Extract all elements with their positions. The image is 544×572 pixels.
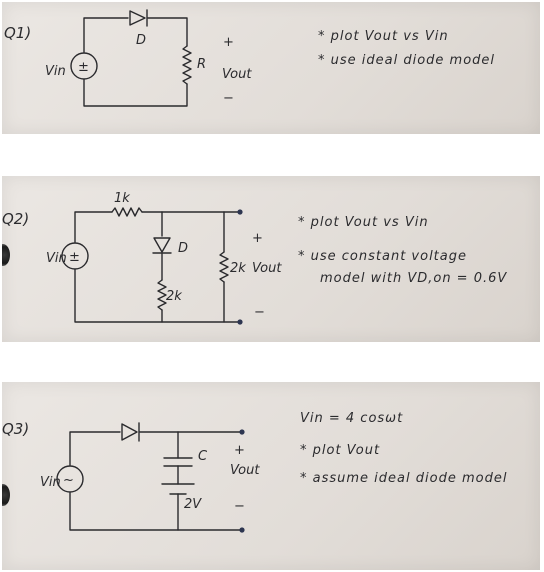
q1-resistor-symbol — [182, 45, 192, 85]
q2-lower-resistor-label: 2k — [166, 289, 182, 304]
question-2-circuit: Q2) ± 1k Vin D 2k 2k Vout + − * — [2, 191, 507, 325]
question-3-number: Q3) — [2, 420, 29, 438]
q2-series-resistor-symbol — [111, 207, 143, 217]
q2-load-resistor-label: 2k — [230, 261, 246, 276]
q2-output-label: Vout — [252, 261, 282, 276]
binder-hole — [2, 244, 10, 266]
q3-battery-label: 2V — [184, 497, 202, 512]
q2-load-resistor-symbol — [219, 251, 229, 283]
q1-source-polarity: ± — [78, 60, 89, 75]
q2-diode-symbol — [152, 237, 172, 254]
q3-capacitor-label: C — [198, 449, 208, 464]
q3-capacitor-symbol — [163, 457, 193, 467]
question-1-circuit: Q1) ± Vin D R + Vout − * plot Vout vs Vi… — [4, 9, 495, 107]
q1-diode-symbol — [129, 9, 148, 27]
binder-hole — [2, 484, 10, 506]
q3-output-terminal-top — [239, 429, 245, 435]
q2-voltage-source-symbol — [61, 242, 89, 270]
q3-note-2: * plot Vout — [300, 443, 380, 458]
q3-plus-terminal: + — [234, 443, 245, 458]
question-1-card: Q1) ± Vin D R + Vout − * plot Vout vs Vi… — [2, 2, 540, 134]
q3-source-label: Vin — [40, 475, 61, 490]
q1-note-2: * use ideal diode model — [318, 53, 495, 68]
question-2-number: Q2) — [2, 210, 29, 228]
q3-note-3: * assume ideal diode model — [300, 471, 507, 486]
q1-resistor-label: R — [197, 57, 206, 72]
q1-source-label: Vin — [45, 64, 66, 79]
q2-output-terminal-bottom — [237, 319, 243, 325]
question-3-card: Q3) ~ Vin C 2V + Vout − — [2, 382, 540, 570]
q1-minus-terminal: − — [223, 91, 234, 106]
q3-note-1: Vin = 4 cosωt — [300, 411, 403, 426]
q3-source-symbol-label: ~ — [63, 473, 74, 488]
q1-note-1: * plot Vout vs Vin — [318, 29, 449, 44]
q2-series-resistor-label: 1k — [114, 191, 130, 206]
q2-output-terminal-top — [237, 209, 243, 215]
q1-plus-terminal: + — [223, 35, 234, 50]
q3-output-terminal-bottom — [239, 527, 245, 533]
question-1-number: Q1) — [4, 24, 31, 42]
q3-battery-symbol — [161, 483, 195, 495]
q2-note-1: * plot Vout vs Vin — [298, 215, 429, 230]
question-2-card: Q2) ± 1k Vin D 2k 2k Vout + − * — [2, 176, 540, 342]
q3-output-label: Vout — [230, 463, 260, 478]
q1-voltage-source-symbol — [70, 52, 98, 80]
q2-minus-terminal: − — [254, 305, 265, 320]
q1-output-label: Vout — [222, 67, 252, 82]
q2-note-3: model with VD,on = 0.6V — [320, 271, 507, 286]
q1-diode-label: D — [136, 33, 146, 48]
q2-source-label: Vin — [46, 251, 67, 266]
q2-note-2: * use constant voltage — [298, 249, 467, 264]
q2-lower-resistor-symbol — [157, 279, 167, 311]
q2-source-polarity: ± — [69, 250, 80, 265]
q3-diode-symbol — [121, 422, 140, 442]
question-3-circuit: Q3) ~ Vin C 2V + Vout − — [2, 411, 507, 533]
q2-diode-label: D — [178, 241, 188, 256]
q2-plus-terminal: + — [252, 231, 263, 246]
q3-minus-terminal: − — [234, 499, 245, 514]
q3-ac-source-symbol — [56, 465, 84, 493]
